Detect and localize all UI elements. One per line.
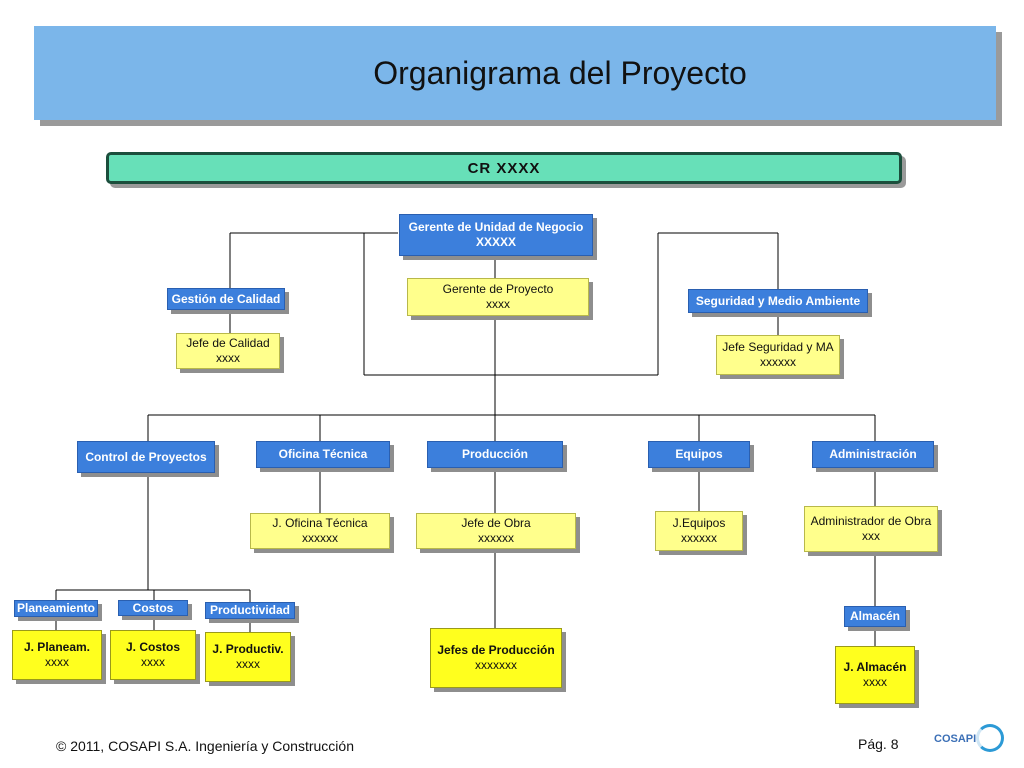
node-line1: J. Costos xyxy=(125,640,180,654)
node-gestion-calidad: Gestión de Calidad xyxy=(167,288,285,310)
node-line1: J. Almacén xyxy=(843,660,907,674)
node-jefe-calidad: Jefe de Calidad xxxx xyxy=(176,333,280,369)
node-line1: Control de Proyectos xyxy=(85,449,207,464)
node-admin-obra: Administrador de Obra xxx xyxy=(804,506,938,552)
title-bar: Organigrama del Proyecto xyxy=(34,26,996,120)
logo-ring-icon xyxy=(976,724,1004,752)
node-line2: xxxxxx xyxy=(302,531,338,545)
node-jefe-obra: Jefe de Obra xxxxxx xyxy=(416,513,576,549)
node-almacen: Almacén xyxy=(844,606,906,627)
node-administracion: Administración xyxy=(812,441,934,468)
node-j-planeam: J. Planeam. xxxx xyxy=(12,630,102,680)
node-planeamiento: Planeamiento xyxy=(14,600,98,617)
node-j-costos: J. Costos xxxx xyxy=(110,630,196,680)
node-line1: Oficina Técnica xyxy=(278,447,368,461)
node-line2: xxxx xyxy=(45,655,69,669)
node-line2: xxx xyxy=(862,529,880,543)
node-line2: xxxx xyxy=(863,675,887,689)
node-costos: Costos xyxy=(118,600,188,616)
cosapi-logo: COSAPI xyxy=(934,722,1010,758)
node-line1: Producción xyxy=(461,447,528,461)
node-line1: Jefe Seguridad y MA xyxy=(722,340,834,354)
node-line1: Administración xyxy=(829,447,917,461)
node-line2: xxxx xyxy=(141,655,165,669)
node-j-equipos: J.Equipos xxxxxx xyxy=(655,511,743,551)
node-oficina-tecnica: Oficina Técnica xyxy=(256,441,390,468)
footer-page-number: Pág. 8 xyxy=(858,736,899,752)
node-line1: Almacén xyxy=(849,609,901,623)
node-line2: xxxx xyxy=(216,351,240,365)
cr-label: CR XXXX xyxy=(467,159,541,177)
node-line1: Gestión de Calidad xyxy=(171,291,281,306)
node-line1: Productividad xyxy=(209,603,290,617)
node-line2: xxxx xyxy=(486,297,510,311)
page-title: Organigrama del Proyecto xyxy=(373,54,747,91)
node-line1: J. Planeam. xyxy=(23,640,91,654)
node-line1: Seguridad y Medio Ambiente xyxy=(695,293,861,308)
node-j-almacen: J. Almacén xxxx xyxy=(835,646,915,704)
node-j-productiv: J. Productiv. xxxx xyxy=(205,632,291,682)
node-line1: J.Equipos xyxy=(672,516,726,530)
node-line1: Administrador de Obra xyxy=(810,514,932,528)
node-produccion: Producción xyxy=(427,441,563,468)
footer-copyright: © 2011, COSAPI S.A. Ingeniería y Constru… xyxy=(56,738,354,754)
node-equipos: Equipos xyxy=(648,441,750,468)
node-line2: xxxxxxx xyxy=(475,658,517,672)
node-line1: Planeamiento xyxy=(16,601,96,615)
node-line1: Gerente de Unidad de Negocio xyxy=(408,220,584,234)
node-line2: xxxx xyxy=(236,657,260,671)
node-jefe-seguridad: Jefe Seguridad y MA xxxxxx xyxy=(716,335,840,375)
node-line2: xxxxxx xyxy=(681,531,717,545)
node-line1: Gerente de Proyecto xyxy=(442,282,554,296)
node-control-proyectos: Control de Proyectos xyxy=(77,441,215,473)
node-productividad: Productividad xyxy=(205,602,295,619)
cr-bar: CR XXXX xyxy=(106,152,902,184)
node-line1: Equipos xyxy=(675,447,723,461)
node-seguridad: Seguridad y Medio Ambiente xyxy=(688,289,868,313)
node-line1: Jefe de Calidad xyxy=(186,336,270,350)
node-gerente-unidad: Gerente de Unidad de Negocio XXXXX xyxy=(399,214,593,256)
node-gerente-proyecto: Gerente de Proyecto xxxx xyxy=(407,278,589,316)
node-line1: Jefe de Obra xyxy=(461,516,531,530)
node-line2: XXXXX xyxy=(475,235,517,249)
node-j-oficina: J. Oficina Técnica xxxxxx xyxy=(250,513,390,549)
node-line1: J. Productiv. xyxy=(212,642,284,656)
node-line1: Jefes de Producción xyxy=(437,643,555,657)
node-line2: xxxxxx xyxy=(760,355,796,369)
node-line1: J. Oficina Técnica xyxy=(272,516,368,530)
logo-text: COSAPI xyxy=(934,733,977,745)
node-jefes-produccion: Jefes de Producción xxxxxxx xyxy=(430,628,562,688)
node-line2: xxxxxx xyxy=(478,531,514,545)
node-line1: Costos xyxy=(132,600,174,615)
